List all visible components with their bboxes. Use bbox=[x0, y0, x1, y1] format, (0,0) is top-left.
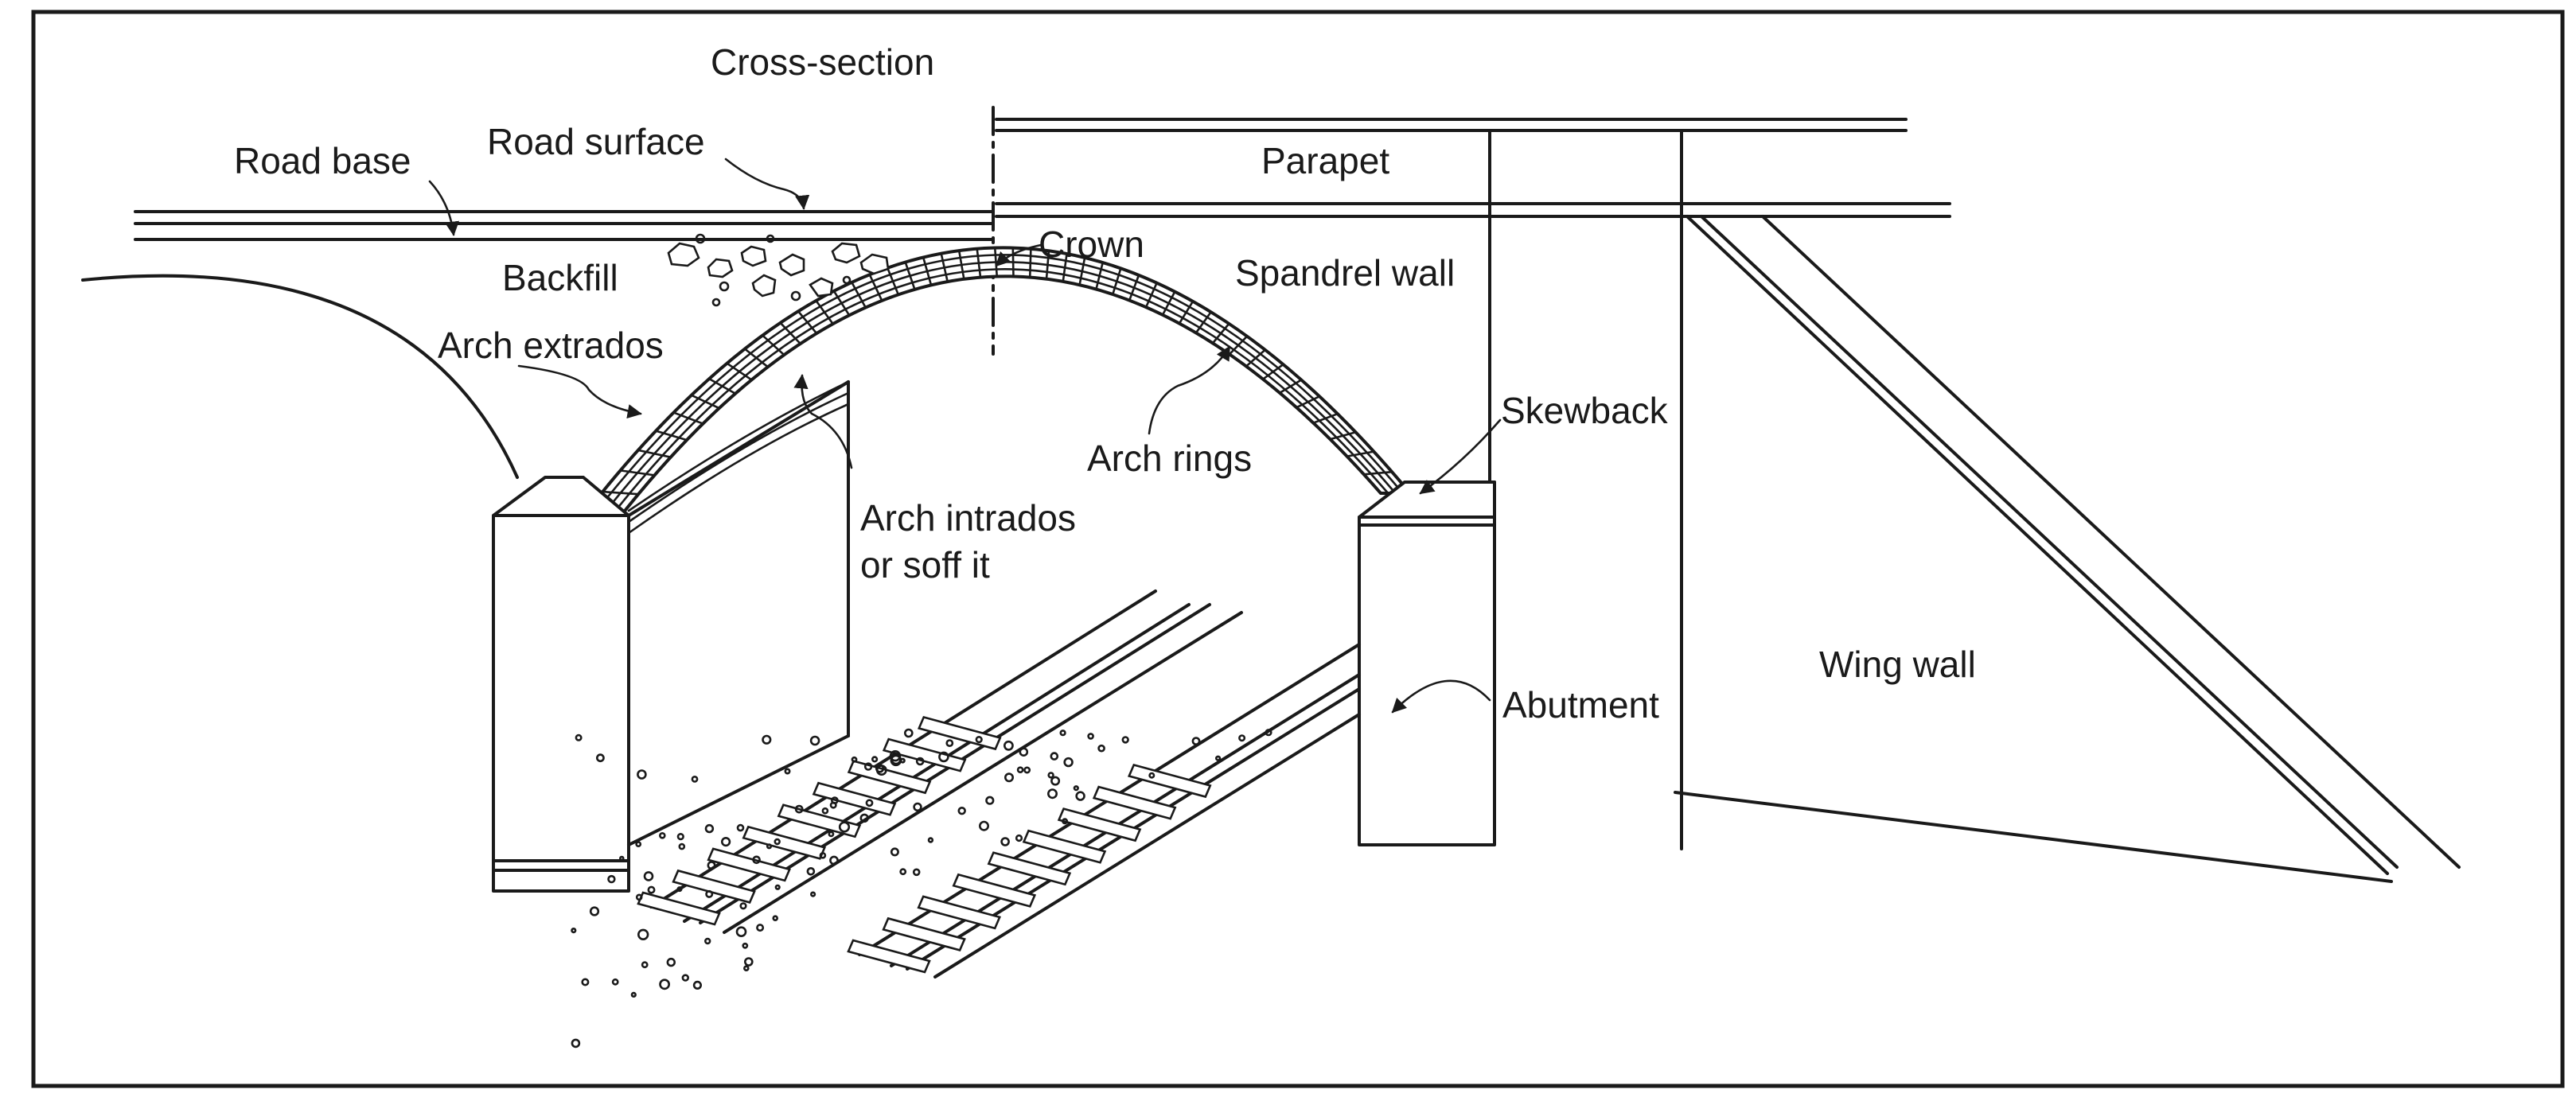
parapet-lines bbox=[995, 118, 1951, 218]
label-wing-wall: Wing wall bbox=[1819, 644, 1976, 685]
road-deck bbox=[134, 210, 995, 241]
label-crown: Crown bbox=[1039, 224, 1144, 265]
label-spandrel-wall: Spandrel wall bbox=[1235, 252, 1455, 294]
label-road-base: Road base bbox=[234, 140, 411, 181]
label-parapet: Parapet bbox=[1261, 140, 1389, 181]
label-road-surface: Road surface bbox=[487, 121, 705, 162]
label-skewback: Skewback bbox=[1501, 390, 1669, 431]
label-cross-section: Cross-section bbox=[711, 41, 934, 83]
ballast-stones bbox=[571, 728, 1272, 1049]
label-arch-extrados: Arch extrados bbox=[438, 325, 664, 366]
label-arch-rings: Arch rings bbox=[1087, 438, 1252, 479]
adjacent-arch-curve bbox=[81, 274, 519, 479]
arch-soffit bbox=[627, 380, 850, 737]
label-abutment: Abutment bbox=[1502, 684, 1659, 726]
label-arch-intrados-line1: Arch intrados bbox=[860, 497, 1076, 539]
label-arch-intrados-line2: or soff it bbox=[860, 544, 990, 586]
backfill-stones bbox=[667, 233, 890, 307]
diagram-frame bbox=[31, 10, 2565, 1088]
leader-lines bbox=[428, 158, 1502, 714]
wing-wall bbox=[1674, 215, 2461, 883]
left-abutment bbox=[492, 380, 850, 893]
right-abutment bbox=[1358, 481, 1496, 846]
label-backfill: Backfill bbox=[502, 257, 618, 298]
spandrel-verticals bbox=[1488, 129, 1683, 850]
